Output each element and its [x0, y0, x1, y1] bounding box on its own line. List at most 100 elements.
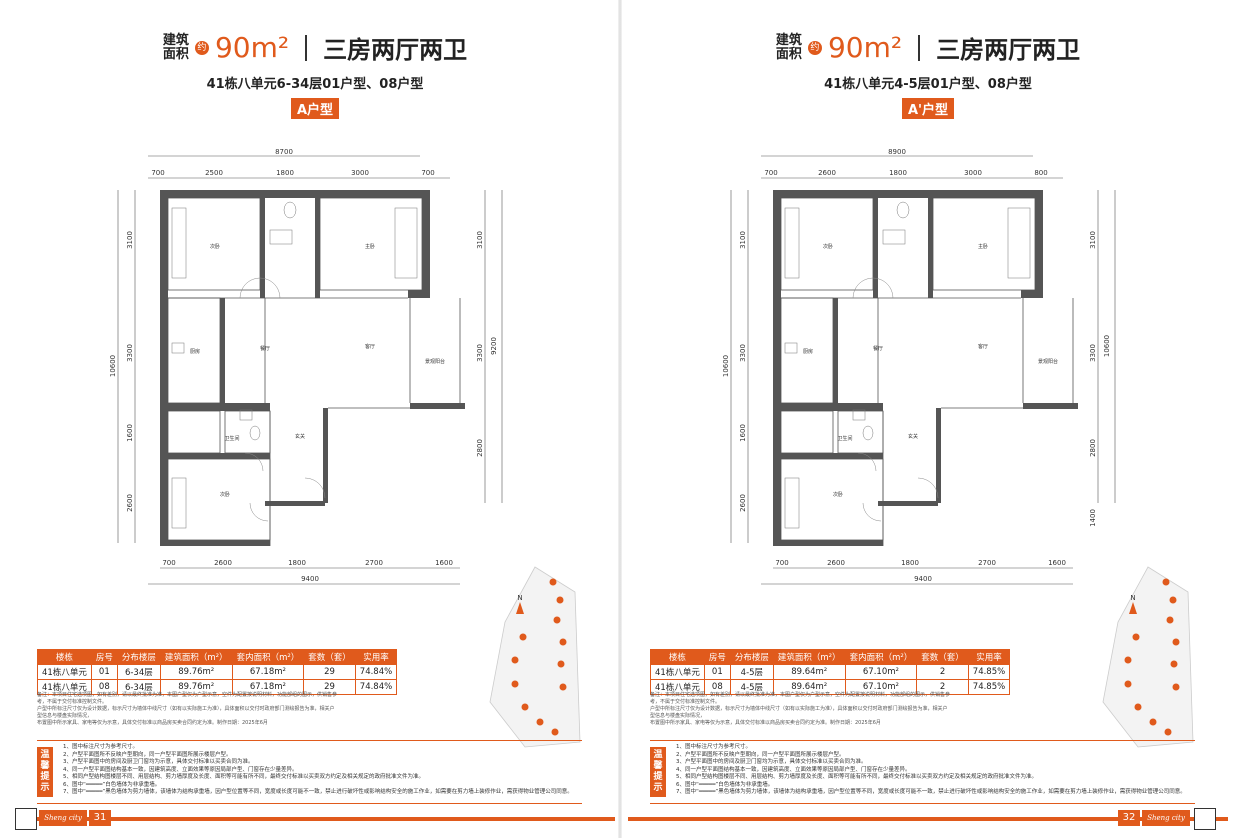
compass-icon: N: [1129, 594, 1137, 614]
note-line: 户型中所标注尺寸仅为设计数据，标示尺寸为墙体中线尺寸（如有以实际施工为准），具体…: [650, 706, 948, 719]
table-header-cell: 套数（套）: [916, 649, 969, 665]
room-label: 客厅: [365, 343, 375, 350]
door-arcs: [239, 277, 326, 522]
type-badge: A户型: [290, 98, 340, 119]
building-markers: [511, 578, 567, 736]
page-number: 31: [89, 810, 111, 826]
table-header-cell: 房号: [90, 649, 118, 665]
tip-item: 3、户型平面图中的房间及厨卫门窗均为示意，具体交付标准以买卖合同为准。: [676, 759, 867, 765]
dim-bottom: 2700: [978, 559, 996, 567]
page-number: 32: [1118, 810, 1140, 826]
table-row: 41栋八单元 08 6-34层 89.76m² 67.18m² 29 74.84…: [37, 679, 398, 695]
footer-bar: [628, 817, 1228, 821]
room-label: 卫生间: [837, 435, 852, 442]
dim-top: 800: [1034, 169, 1047, 177]
dim-bottom: 2600: [827, 559, 845, 567]
dim-right: 3100: [1089, 231, 1097, 249]
layout-title: 三房两厅两卫: [323, 36, 468, 64]
tip-item: 6、图中“━━━━━”白色墙体为非承重墙。: [676, 781, 774, 788]
table-header-cell: 楼栋: [37, 649, 92, 665]
dim-left: 3100: [126, 231, 134, 249]
table-cell: 74.85%: [967, 664, 1011, 680]
tip-item: 4、同一户型平面图结构基本一致，因建筑高度、立面效果等原因局部户型、门窗存在少量…: [63, 766, 298, 773]
unit-subtitle: 41栋八单元6-34层01户型、08户型: [206, 77, 424, 92]
approx-badge: 约: [194, 40, 209, 55]
table-row: 41栋八单元 08 4-5层 89.64m² 67.10m² 2 74.85%: [650, 679, 1011, 695]
wall-shapes: [773, 190, 1078, 546]
table-cell: 74.85%: [967, 679, 1011, 695]
dim-top: 700: [151, 169, 164, 177]
dim-bottom-total: 9400: [914, 575, 932, 583]
dim-left: 1600: [739, 424, 747, 442]
table-cell: 08: [703, 679, 731, 695]
room-label: 厨房: [803, 348, 813, 355]
area-label-line1: 建筑: [162, 32, 189, 48]
note-line: 布置图中所示家具、家电等仅为示意，具体交付标准以商品房买卖合同约定为准。制作日期…: [650, 720, 881, 726]
dim-right-total: 10600: [1103, 335, 1111, 357]
table-cell: 41栋八单元: [37, 664, 92, 680]
book-gutter: [618, 0, 622, 838]
tip-item: 7、图中“━━━━━”黑色墙体为剪力墙体，该墙体为结构承重墙，因户型位置等不同，…: [676, 789, 1186, 795]
unit-table: 楼栋 房号 分布楼层 建筑面积（m²） 套内面积（m²） 套数（套） 实用率 4…: [37, 649, 398, 695]
title-divider: [305, 34, 308, 61]
page-header: 建筑 面积 约 90m² 三房两厅两卫 41栋八单元6-34层01户型、08户型…: [15, 30, 615, 119]
fixtures: [171, 201, 418, 529]
table-cell: 29: [303, 664, 356, 680]
dim-top: 700: [764, 169, 777, 177]
dim-bottom: 1800: [901, 559, 919, 567]
room-label: 主卧: [365, 243, 375, 250]
dim-top-total: 8900: [888, 148, 906, 156]
table-header-cell: 实用率: [354, 649, 398, 665]
dim-left: 3300: [126, 344, 134, 362]
table-header-cell: 套数（套）: [303, 649, 356, 665]
dim-top-total: 8700: [275, 148, 293, 156]
table-cell: 29: [303, 679, 356, 695]
dim-bottom: 2700: [365, 559, 383, 567]
floor-plan: 8700 700 2500 1800 3000 700 10600 3100 3…: [110, 148, 503, 585]
table-header-cell: 分布楼层: [729, 649, 774, 665]
compass-letter: N: [1130, 594, 1135, 602]
table-cell: 01: [703, 664, 731, 680]
tip-item: 5、相同户型结构图楼层不同、用层结构、剪力墙厚度及长度、面积等可能有所不同，最终…: [63, 774, 425, 780]
room-label: 玄关: [908, 433, 918, 440]
title-divider: [918, 34, 921, 61]
area-value: 90m²: [214, 31, 290, 64]
footer-bar: [15, 817, 615, 821]
tip-item: 1、图中标注尺寸为参考尺寸。: [676, 744, 752, 750]
wall-lines: [167, 197, 461, 546]
brand-script: Sheng city: [1142, 810, 1190, 826]
table-header: 楼栋 房号 分布楼层 建筑面积（m²） 套内面积（m²） 套数（套） 实用率: [37, 649, 398, 665]
type-badge: A'户型: [901, 98, 955, 119]
table-cell: 89.64m²: [772, 664, 846, 680]
page-left: 建筑 面积 约 90m² 三房两厅两卫 41栋八单元6-34层01户型、08户型…: [15, 0, 615, 838]
tips-label: 温馨提示: [650, 747, 666, 797]
tips-list: 1、图中标注尺寸为参考尺寸。 2、户型平面图所不反映户型朝向，同一户型平面图所展…: [63, 744, 578, 797]
table-header-cell: 楼栋: [650, 649, 705, 665]
table-cell: 6-34层: [116, 679, 161, 695]
dim-right: 3300: [476, 344, 484, 362]
dim-top-row: 700 2600 1800 3000 800: [764, 169, 1047, 177]
site-minimap: N: [489, 566, 581, 748]
table-header-cell: 套内面积（m²）: [844, 649, 918, 665]
dim-right: 1400: [1089, 509, 1097, 527]
layout-title: 三房两厅两卫: [936, 36, 1081, 64]
tips-box: 温馨提示 1、图中标注尺寸为参考尺寸。 2、户型平面图所不反映户型朝向，同一户型…: [37, 740, 582, 804]
dim-bottom: 1600: [435, 559, 453, 567]
table-row: 41栋八单元 01 4-5层 89.64m² 67.10m² 2 74.85%: [650, 664, 1011, 680]
tip-item: 7、图中“━━━━━”黑色墙体为剪力墙体，该墙体为结构承重墙，因户型位置等不同，…: [63, 789, 573, 795]
table-header-cell: 分布楼层: [116, 649, 161, 665]
room-label: 玄关: [295, 433, 305, 440]
dim-bottom: 1800: [288, 559, 306, 567]
tip-item: 3、户型平面图中的房间及厨卫门窗均为示意，具体交付标准以买卖合同为准。: [63, 759, 254, 765]
dim-bottom: 2600: [214, 559, 232, 567]
wall-lines: [780, 197, 1074, 546]
table-row: 41栋八单元 01 6-34层 89.76m² 67.18m² 29 74.84…: [37, 664, 398, 680]
table-cell: 2: [916, 664, 969, 680]
tip-item: 2、户型平面图所不反映户型朝向，同一户型平面图所展示楼层户型。: [676, 751, 845, 758]
tip-item: 2、户型平面图所不反映户型朝向，同一户型平面图所展示楼层户型。: [63, 751, 232, 758]
area-label-line1: 建筑: [775, 32, 802, 48]
room-label: 餐厅: [260, 345, 270, 352]
wall-shapes: [160, 190, 465, 546]
dim-top: 2500: [205, 169, 223, 177]
room-label: 客厅: [978, 343, 988, 350]
